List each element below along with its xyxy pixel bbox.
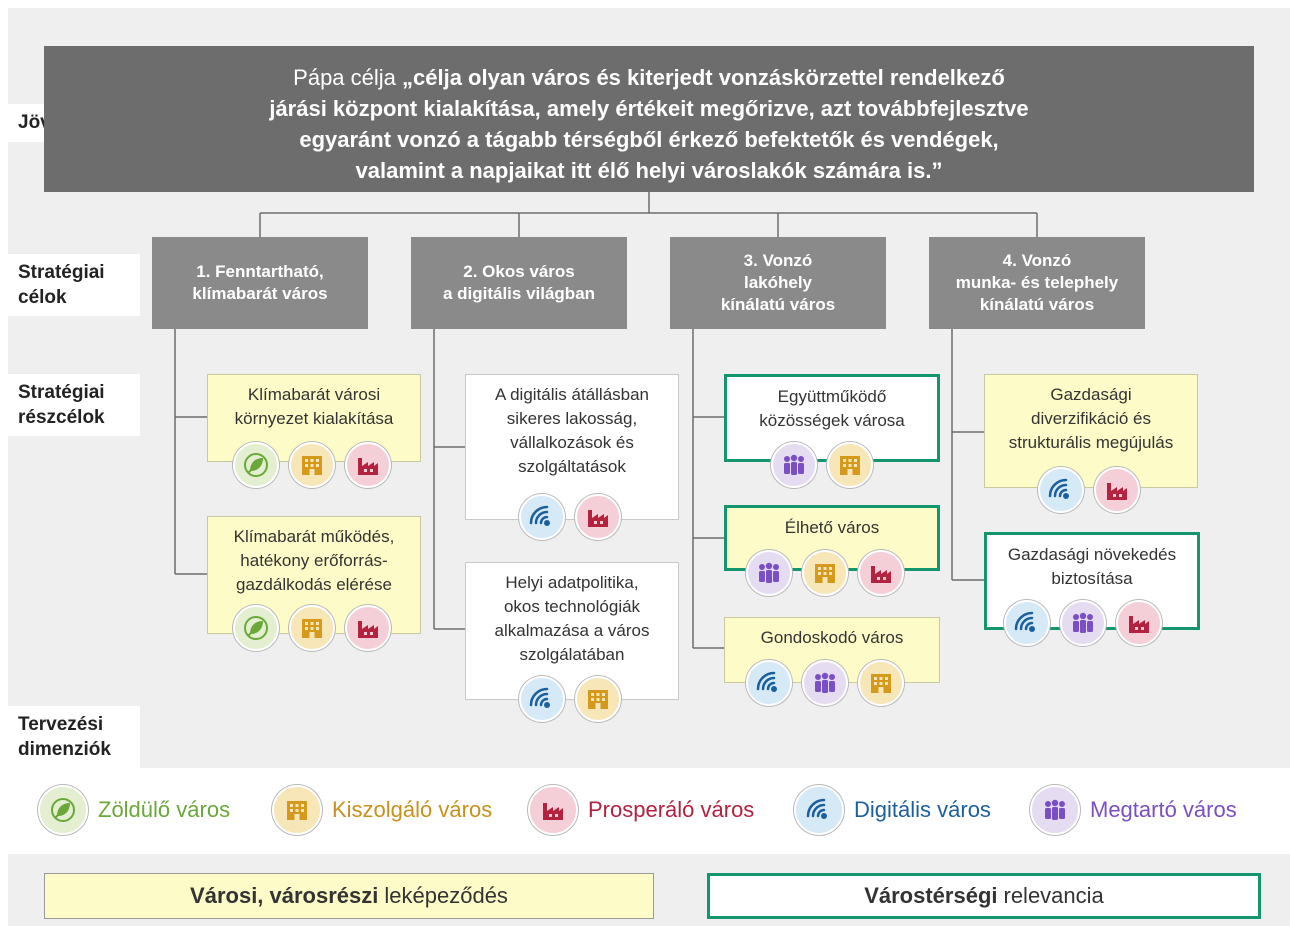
factory-icon [575,494,621,540]
subgoal-4-icons [771,442,873,488]
vision-statement: Pápa célja „célja olyan város és kiterje… [44,46,1254,192]
factory-icon [345,605,391,651]
subgoal-digital-transition: A digitális átállásban sikeres lakosság,… [465,374,679,520]
wifi-icon [1038,467,1084,513]
wifi-icon [519,494,565,540]
subgoal-economic-diversification: Gazdasági diverzifikáció és strukturális… [984,374,1198,488]
subgoal-livable-city: Élhető város [724,505,940,571]
people-icon [771,442,817,488]
building-icon [575,676,621,722]
factory-icon [1094,467,1140,513]
factory-icon [345,442,391,488]
goal-1: 1. Fenntartható, klímabarát város [152,237,368,329]
legend-prosperous-city: Prosperáló város [528,785,754,835]
people-icon [1060,600,1106,646]
wifi-icon [519,676,565,722]
legend-retaining-city: Megtartó város [1030,785,1237,835]
goal-3: 3. Vonzó lakóhely kínálatú város [670,237,886,329]
factory-icon [1116,600,1162,646]
people-icon [1030,785,1080,835]
subgoal-0-icons [233,442,391,488]
subgoal-2-icons [519,494,621,540]
building-icon [272,785,322,835]
legend-green-city: Zöldülő város [38,785,230,835]
people-icon [746,550,792,596]
subgoal-5-icons [746,550,904,596]
subgoal-1-icons [233,605,391,651]
factory-icon [858,550,904,596]
leaf-icon [38,785,88,835]
subgoal-cooperative-communities: Együttműködő közösségek városa [724,374,940,462]
legend-digital-city: Digitális város [794,785,991,835]
legend-service-city: Kiszolgáló város [272,785,492,835]
people-icon [802,660,848,706]
subgoal-7-icons [1038,467,1140,513]
building-icon [827,442,873,488]
goal-4: 4. Vonzó munka- és telephely kínálatú vá… [929,237,1145,329]
building-icon [289,442,335,488]
wifi-icon [1004,600,1050,646]
leaf-icon [233,605,279,651]
leaf-icon [233,442,279,488]
subgoal-data-policy: Helyi adatpolitika, okos technológiák al… [465,562,679,700]
building-icon [289,605,335,651]
subgoal-8-icons [1004,600,1162,646]
wifi-icon [746,660,792,706]
subgoal-3-icons [519,676,621,722]
factory-icon [528,785,578,835]
wifi-icon [794,785,844,835]
building-icon [858,660,904,706]
subgoal-6-icons [746,660,904,706]
building-icon [802,550,848,596]
goal-2: 2. Okos város a digitális világban [411,237,627,329]
